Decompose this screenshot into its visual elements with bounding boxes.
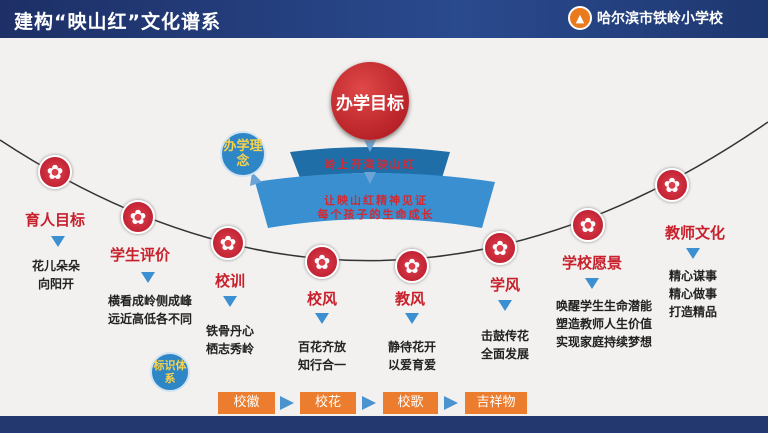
arrow-right-icon: [362, 396, 376, 410]
arrow-right-icon: [280, 396, 294, 410]
goal-band: 岭上开满映山红: [324, 158, 416, 171]
node-label: 学风: [489, 276, 521, 294]
flower-icon: ✿: [305, 245, 339, 279]
arrow-down-icon: [405, 313, 419, 324]
node-text: 唤醒学生生命潜能塑造教师人生价值实现家庭持续梦想: [555, 299, 653, 349]
node-label: 校训: [214, 272, 246, 290]
flower-icon: ✿: [483, 231, 517, 265]
identity-item: 校徽: [218, 392, 275, 414]
node-label: 教师文化: [664, 224, 726, 242]
node-label: 教风: [394, 290, 426, 308]
arrow-down-icon: [585, 278, 599, 289]
page-title: 建构“映山红”文化谱系: [14, 11, 221, 33]
idea-band: 让映山红精神见证 每个孩子的生命成长: [318, 194, 435, 222]
arrow-down-icon: [223, 296, 237, 307]
school-goal-circle: 办学目标: [331, 62, 409, 140]
flower-icon: ✿: [571, 208, 605, 242]
school-idea-circle: 办学理念: [220, 131, 266, 177]
node-text: 横看成岭侧成峰远近高低各不同: [107, 294, 193, 326]
identity-item: 吉祥物: [465, 392, 527, 414]
node-label: 学生评价: [109, 246, 171, 264]
flower-icon: ✿: [211, 226, 245, 260]
flower-icon: ✿: [38, 155, 72, 189]
flower-icon: ✿: [395, 249, 429, 283]
node-label: 学校愿景: [561, 254, 623, 272]
header-bar: 建构“映山红”文化谱系 ▲ 哈尔滨市铁岭小学校: [0, 0, 768, 38]
idea-line-1: 让映山红精神见证: [324, 194, 428, 207]
flower-icon: ✿: [121, 200, 155, 234]
identity-item: 校花: [300, 392, 356, 414]
footer-bar: [0, 416, 768, 433]
arrow-down-icon: [51, 236, 65, 247]
school-name: 哈尔滨市铁岭小学校: [597, 11, 723, 27]
node-label: 校风: [306, 290, 338, 308]
idea-line-2: 每个孩子的生命成长: [317, 208, 435, 221]
identity-system-circle: 标识体系: [150, 352, 190, 392]
arrow-down-icon: [686, 248, 700, 259]
flower-icon: ✿: [655, 168, 689, 202]
school-seal-icon: ▲: [568, 6, 592, 30]
arrow-right-icon: [444, 396, 458, 410]
node-text: 静待花开以爱育爱: [387, 340, 437, 372]
node-text: 铁骨丹心栖志秀岭: [205, 324, 255, 356]
school-logo: ▲ 哈尔滨市铁岭小学校: [568, 6, 723, 30]
identity-item: 校歌: [383, 392, 438, 414]
node-text: 花儿朵朵向阳开: [31, 259, 81, 291]
arrow-down-icon: [498, 300, 512, 311]
node-text: 百花齐放知行合一: [297, 340, 347, 372]
node-label: 育人目标: [24, 211, 86, 229]
node-text: 精心谋事精心做事打造精品: [668, 269, 718, 319]
arrow-down-icon: [141, 272, 155, 283]
node-text: 击鼓传花全面发展: [480, 329, 530, 361]
arrow-down-icon: [315, 313, 329, 324]
